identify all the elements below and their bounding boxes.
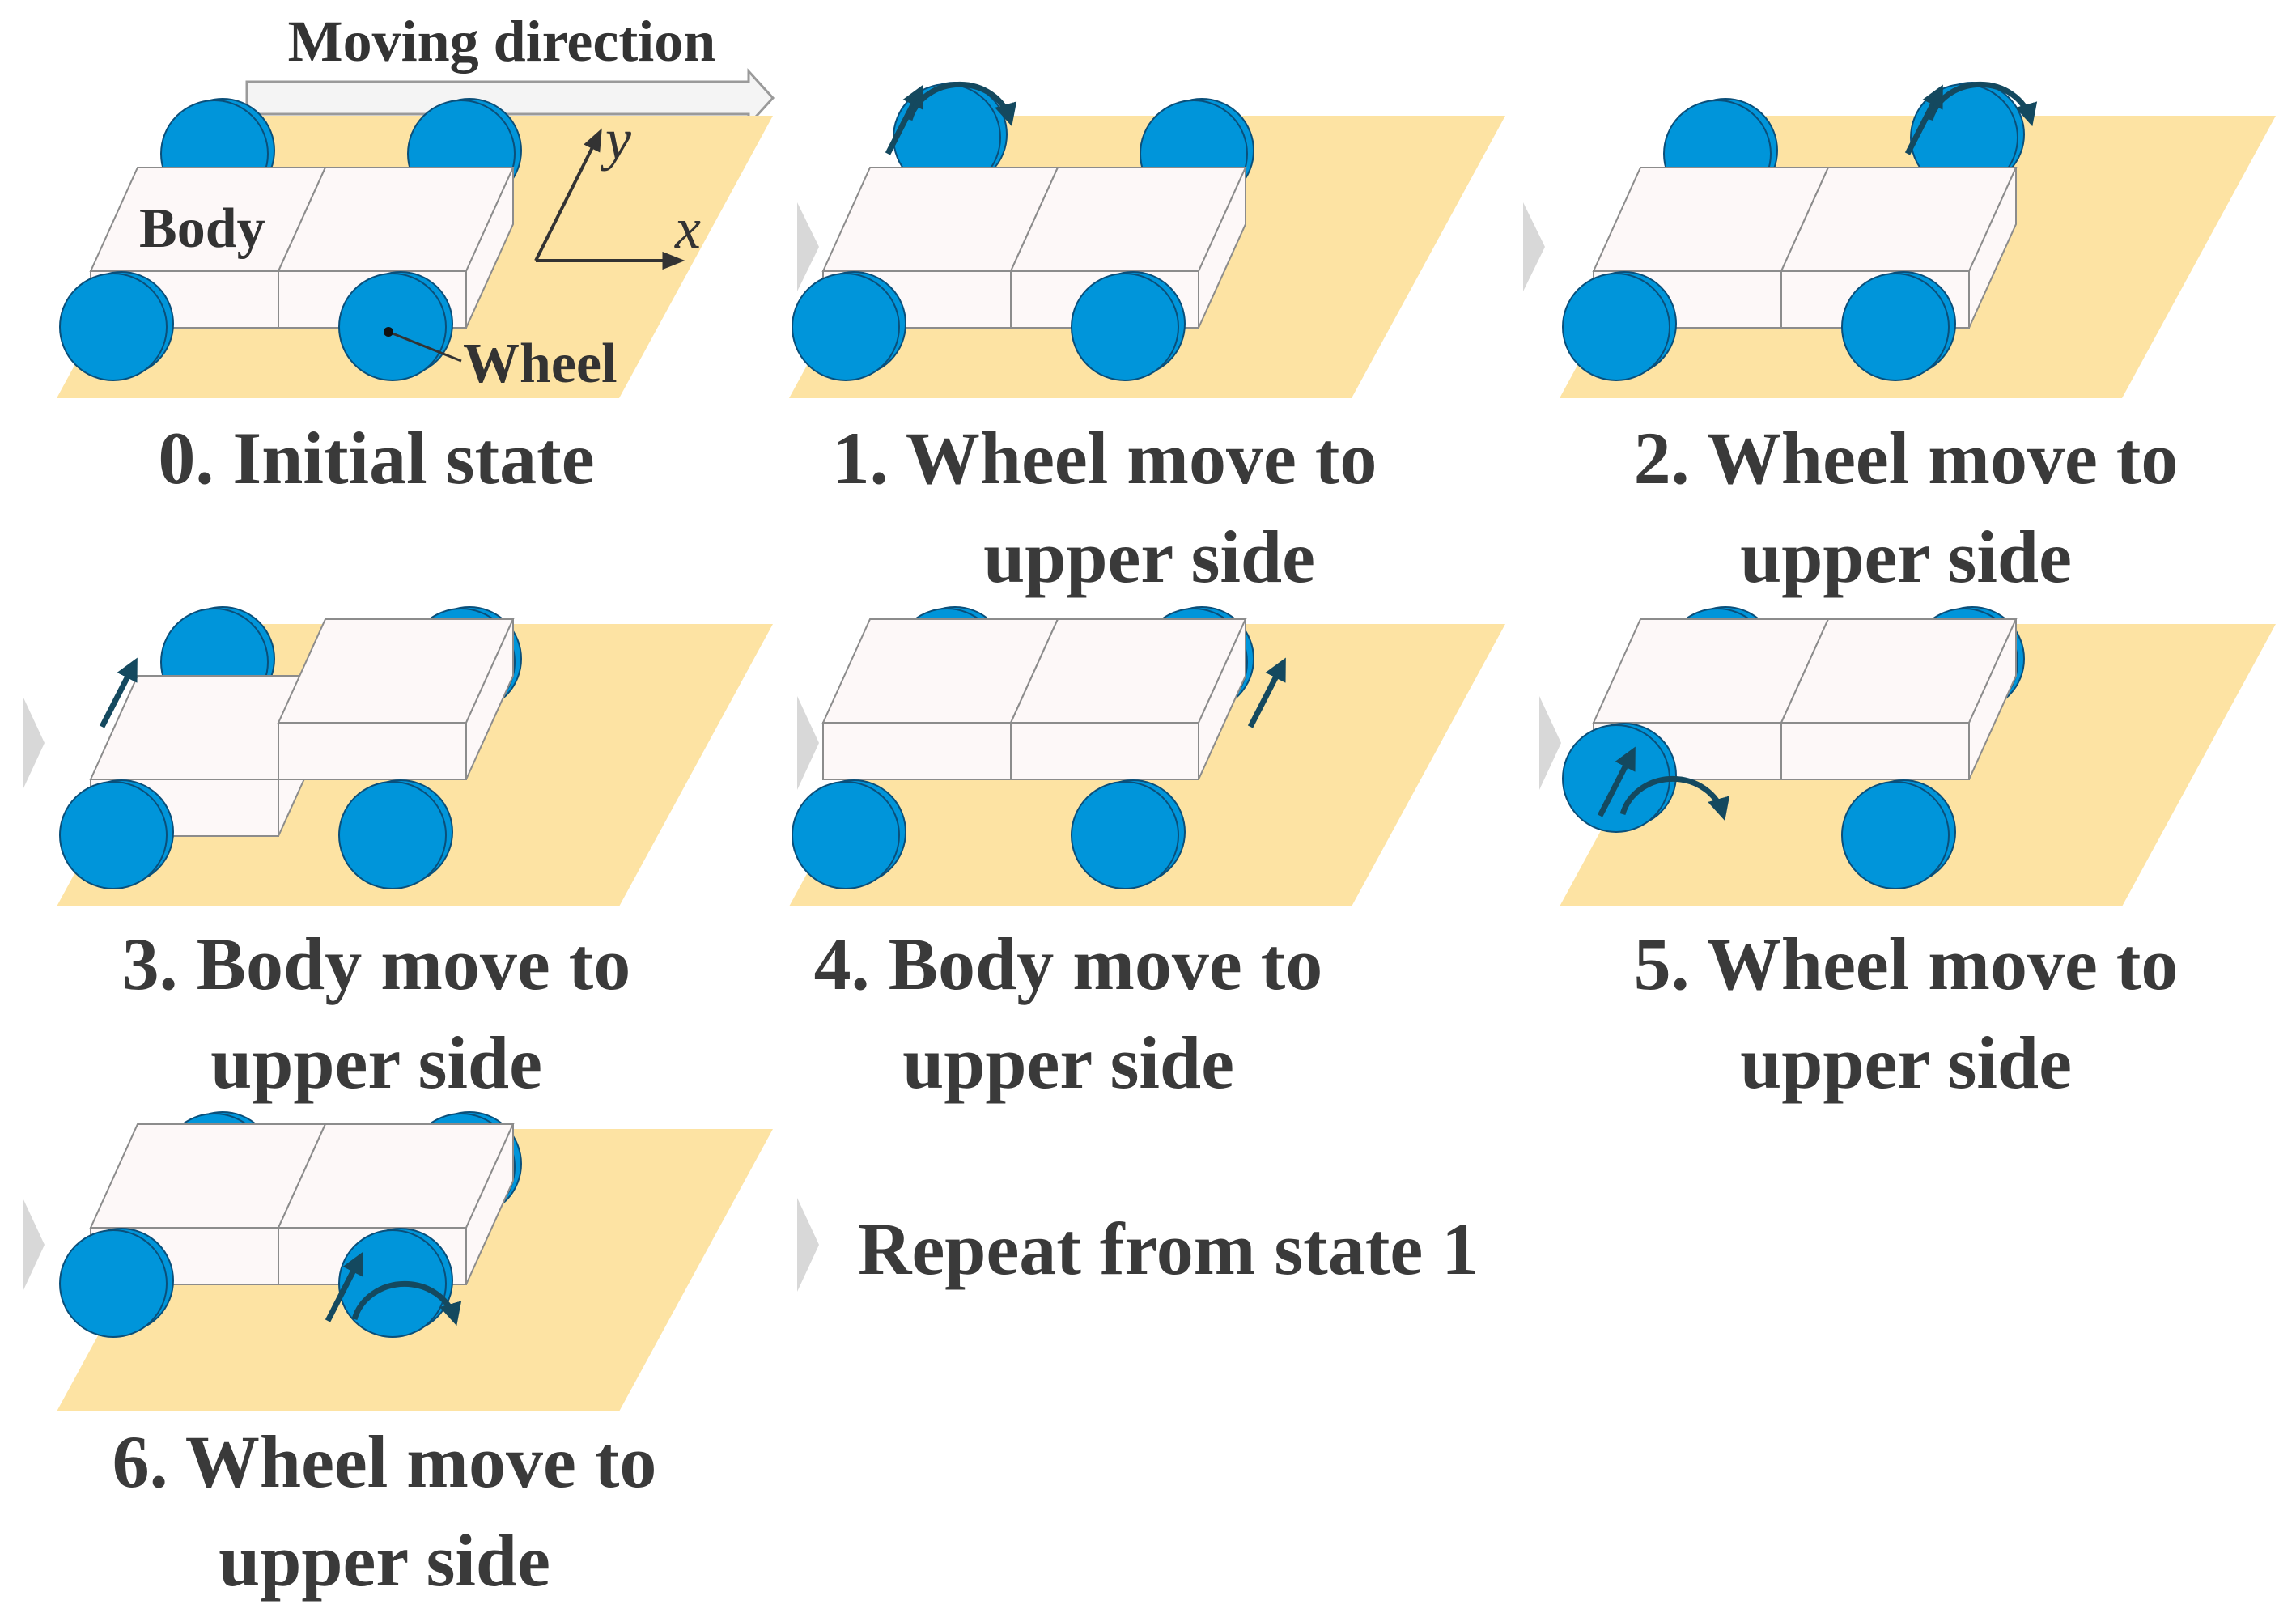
caption-panel-0: 0. Initial state (24, 409, 728, 507)
body-segment-front (278, 722, 467, 780)
panels-layer (57, 81, 2276, 1411)
wheel (338, 273, 447, 381)
wheel (59, 781, 168, 889)
caption-panel-1: 1. Wheel move to upper side (712, 409, 1497, 606)
rotation-arrow (1619, 775, 1730, 821)
step-chevron (1539, 696, 1561, 790)
translation-arrow (885, 84, 923, 155)
panel-5 (1560, 606, 2276, 906)
body-segment-front (1010, 722, 1199, 780)
body-label: Body (139, 197, 265, 260)
wheel (1841, 781, 1950, 889)
caption-line1: 5. Wheel move to (1633, 923, 2179, 1005)
translation-arrow (1904, 84, 1943, 155)
panel-3 (57, 606, 773, 906)
panel-1 (789, 81, 1505, 398)
caption-panel-2: 2. Wheel move to upper side (1534, 409, 2278, 606)
body-segment-front (822, 722, 1012, 780)
wheel (59, 1229, 168, 1338)
panel-0 (57, 98, 773, 398)
step-chevron (797, 202, 819, 291)
wheel-label: Wheel (463, 333, 618, 395)
caption-panel-6: 6. Wheel move to upper side (24, 1412, 745, 1610)
caption-line2: upper side (1740, 516, 2072, 598)
translation-arrow (99, 657, 138, 728)
step-chevron (797, 696, 819, 790)
panel-6 (57, 1111, 773, 1411)
panel-2 (1560, 81, 2276, 398)
step-chevron (1523, 202, 1545, 291)
caption-line2: upper side (1740, 1021, 2072, 1104)
translation-arrow (1597, 746, 1636, 817)
repeat-text: Repeat from state 1 (858, 1208, 1479, 1290)
axis-x-label: x (674, 196, 701, 261)
caption-panel-3: 3. Body move to upper side (24, 915, 728, 1112)
caption-line2: upper side (210, 1021, 542, 1104)
moving-direction-label: Moving direction (288, 9, 716, 74)
wheel (338, 781, 447, 889)
rotation-arrow (1927, 81, 2038, 127)
caption-line1: 0. Initial state (158, 417, 595, 499)
rotation-arrow (351, 1280, 462, 1326)
caption-line2: upper side (983, 516, 1315, 598)
translation-arrow (325, 1251, 363, 1322)
step-chevron (797, 1198, 819, 1292)
wheel (1562, 273, 1670, 381)
wheel-leader-dot (384, 327, 393, 337)
caption-line2: upper side (902, 1021, 1234, 1104)
panel-4 (789, 606, 1505, 906)
rotation-arrow (906, 81, 1017, 127)
wheel (59, 273, 168, 381)
step-chevron (23, 696, 45, 790)
wheel (1071, 273, 1179, 381)
wheel-leader-line (388, 330, 462, 363)
caption-panel-4: 4. Body move to upper side (728, 915, 1408, 1112)
caption-panel-5: 5. Wheel move to upper side (1534, 915, 2278, 1112)
caption-line1: 6. Wheel move to (112, 1420, 657, 1503)
wheel (1841, 273, 1950, 381)
translation-arrow (1247, 657, 1286, 728)
body-segment-front (1780, 722, 1970, 780)
axis-y-line (534, 128, 602, 261)
caption-line1: 2. Wheel move to (1633, 417, 2179, 499)
caption-line1: 4. Body move to (813, 923, 1323, 1005)
wheel (792, 781, 900, 889)
caption-line1: 1. Wheel move to (832, 417, 1377, 499)
moving-direction-arrow (245, 68, 775, 128)
axis-y-label: y (600, 107, 631, 172)
caption-line1: 3. Body move to (121, 923, 631, 1005)
wheel (792, 273, 900, 381)
wheel (1071, 781, 1179, 889)
step-chevron (23, 1198, 45, 1292)
step-chevrons (23, 202, 1561, 1292)
caption-line2: upper side (219, 1519, 550, 1602)
axes (534, 128, 685, 270)
